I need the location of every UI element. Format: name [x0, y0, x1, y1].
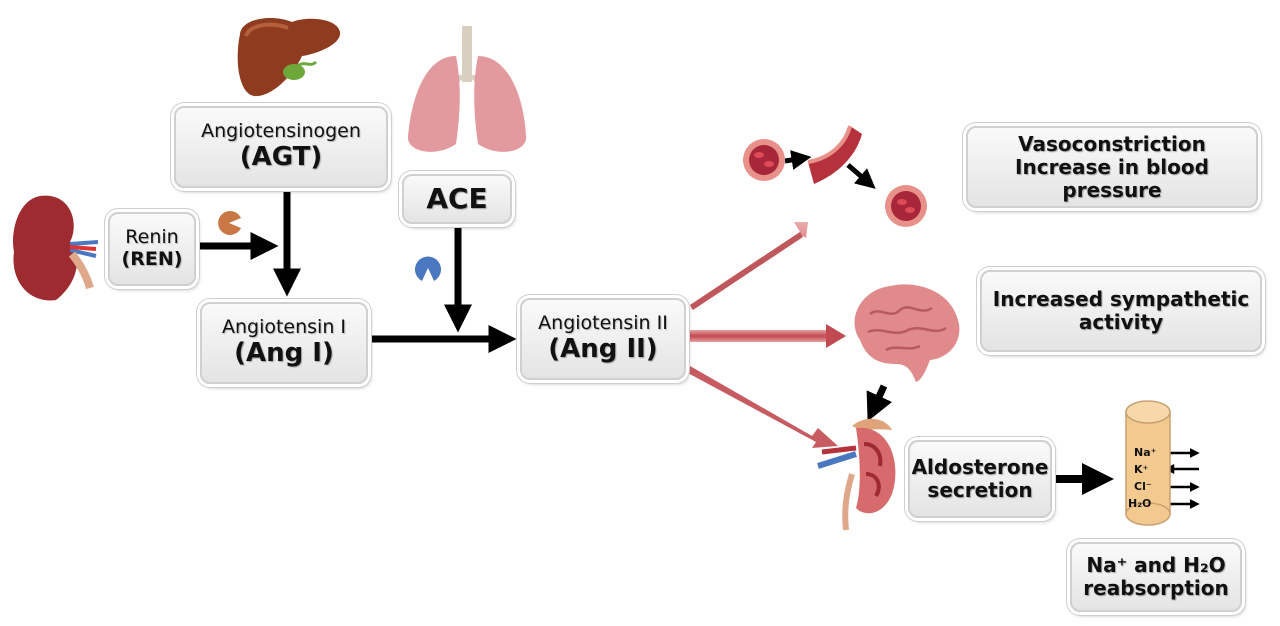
effect-line2: reabsorption [1083, 576, 1229, 600]
node-label: Angiotensinogen [201, 120, 361, 143]
node-angiotensinogen: Angiotensinogen (AGT) [174, 106, 388, 188]
red-arrow-to-kidney [686, 366, 838, 448]
blood-vessel-icon [743, 125, 927, 227]
effect-line1: Na⁺ and H₂O [1086, 553, 1226, 577]
red-arrow-to-brain [690, 324, 846, 348]
liver-icon [237, 18, 341, 97]
node-abbr: (Ang II) [548, 333, 658, 364]
lungs-icon [407, 26, 527, 152]
ion-label-cl: Cl⁻ [1134, 480, 1152, 493]
effect-line1: Aldosterone [911, 455, 1049, 479]
effect-line2: secretion [927, 478, 1033, 502]
arrow-vessel-2 [846, 163, 876, 189]
effect-aldosterone: Aldosterone secretion [908, 440, 1052, 518]
effect-line1: Vasoconstriction [1018, 131, 1206, 156]
node-renin: Renin (REN) [108, 212, 196, 286]
effect-reabsorption: Na⁺ and H₂O reabsorption [1070, 542, 1242, 612]
node-label: ACE [426, 181, 488, 215]
tubule-icon [1125, 400, 1171, 526]
node-label: Angiotensin I [221, 316, 347, 339]
effect-vasoconstriction: Vasoconstriction Increase in blood press… [966, 126, 1258, 208]
effect-line2: activity [1078, 310, 1164, 334]
brain-icon [854, 284, 960, 382]
node-abbr: (AGT) [239, 141, 323, 172]
node-angiotensin-i: Angiotensin I (Ang I) [200, 302, 368, 384]
arrow-brain-to-adrenal [866, 384, 893, 422]
kidney-icon [13, 195, 99, 301]
effect-sympathetic: Increased sympathetic activity [980, 270, 1262, 352]
red-arrow-to-vessel [690, 222, 808, 310]
ace-enzyme-icon [415, 256, 441, 281]
renin-enzyme-icon [218, 211, 241, 235]
node-abbr: (Ang I) [234, 337, 334, 368]
ion-label-k: K⁺ [1134, 463, 1149, 476]
node-angiotensin-ii: Angiotensin II (Ang II) [520, 298, 686, 380]
effect-line2: Increase in blood pressure [1015, 154, 1209, 202]
arrow-vessel-1 [784, 150, 812, 170]
adrenal-kidney-icon [817, 418, 896, 531]
node-label: Angiotensin II [538, 312, 668, 335]
ion-label-na: Na⁺ [1134, 446, 1157, 459]
effect-line1: Increased sympathetic [992, 287, 1250, 311]
node-ace: ACE [402, 174, 512, 224]
node-abbr: (REN) [121, 248, 183, 270]
ion-label-h2o: H₂O [1128, 497, 1152, 510]
node-label: Renin [125, 226, 179, 249]
